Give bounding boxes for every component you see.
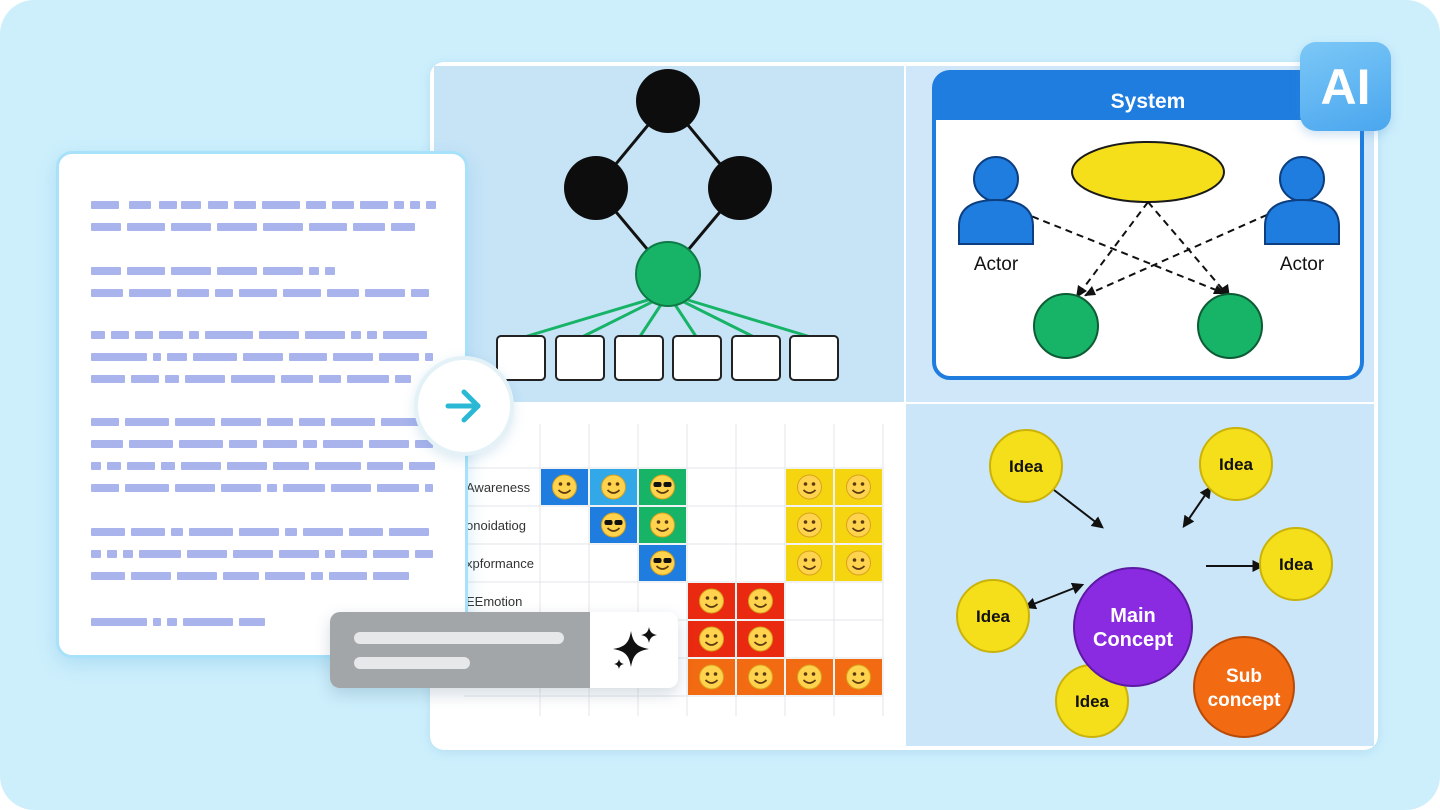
journey-row-label: xpformance [466,556,534,571]
emoji-face-icon [797,512,822,538]
emoji-face-icon [699,664,724,690]
tree-leaf [614,335,664,381]
emoji-face-icon [846,474,871,500]
mindmap-idea-node: Idea [956,579,1030,653]
use-case-diagram: System [906,66,1374,402]
arrow-right-icon [445,389,481,423]
emoji-face-icon [846,664,871,690]
ai-prompt-bar[interactable] [330,612,678,688]
emoji-face-icon [748,588,773,614]
generate-button[interactable] [590,612,678,688]
tree-diagram [434,66,904,402]
convert-button[interactable] [414,356,514,456]
svg-text:Idea: Idea [1009,457,1044,476]
sparkle-icon [613,627,657,669]
emoji-face-icon [552,474,577,500]
emoji-face-icon [797,664,822,690]
svg-text:concept: concept [1208,690,1282,711]
emoji-face-icon [846,550,871,576]
tree-leaf [555,335,605,381]
emoji-face-icon [650,474,675,500]
mindmap-sub-node: Sub concept [1193,636,1295,738]
svg-text:Idea: Idea [1219,455,1254,474]
actor-left-icon [958,156,1034,245]
use-case-ellipse [1071,141,1225,203]
tree-leaf [731,335,781,381]
svg-text:Idea: Idea [1075,692,1110,711]
diagram-gallery: System [430,62,1378,750]
prompt-input[interactable] [330,612,590,688]
journey-row-label: EEmotion [466,594,522,609]
tree-leaf [789,335,839,381]
tree-node-left [564,156,628,220]
svg-text:Main: Main [1110,605,1156,627]
mindmap-idea-node: Idea [989,429,1063,503]
emoji-face-icon [699,588,724,614]
journey-grid: AwarenessonoidatiogxpformanceEEmotionPho… [434,404,904,746]
tree-node-merge [635,241,701,307]
emoji-face-icon [797,550,822,576]
ai-badge: AI [1300,42,1391,131]
emoji-face-icon [748,664,773,690]
emoji-face-icon [699,626,724,652]
actor-right-label: Actor [1280,254,1325,275]
emoji-face-icon [650,550,675,576]
mindmap-idea-node: Idea [1199,427,1273,501]
svg-text:Concept: Concept [1093,629,1173,651]
svg-text:Sub: Sub [1226,666,1262,687]
emoji-face-icon [601,512,626,538]
mindmap-idea-node: Idea [1259,527,1333,601]
actor-right-icon [1264,156,1340,245]
emoji-face-icon [846,512,871,538]
emoji-face-icon [650,512,675,538]
system-title: System [1111,90,1186,113]
actor-left-label: Actor [974,254,1019,275]
tree-leaf [496,335,546,381]
document-card [56,151,468,658]
emoji-face-icon [797,474,822,500]
svg-text:Idea: Idea [976,607,1011,626]
tree-node-right [708,156,772,220]
tree-root-node [636,69,700,133]
use-case-node [1033,293,1099,359]
journey-row-label: Awareness [466,480,531,495]
tree-leaf [672,335,722,381]
use-case-node [1197,293,1263,359]
emoji-face-icon [601,474,626,500]
journey-row-label: onoidatiog [466,518,526,533]
emoji-face-icon [748,626,773,652]
svg-text:Idea: Idea [1279,555,1314,574]
